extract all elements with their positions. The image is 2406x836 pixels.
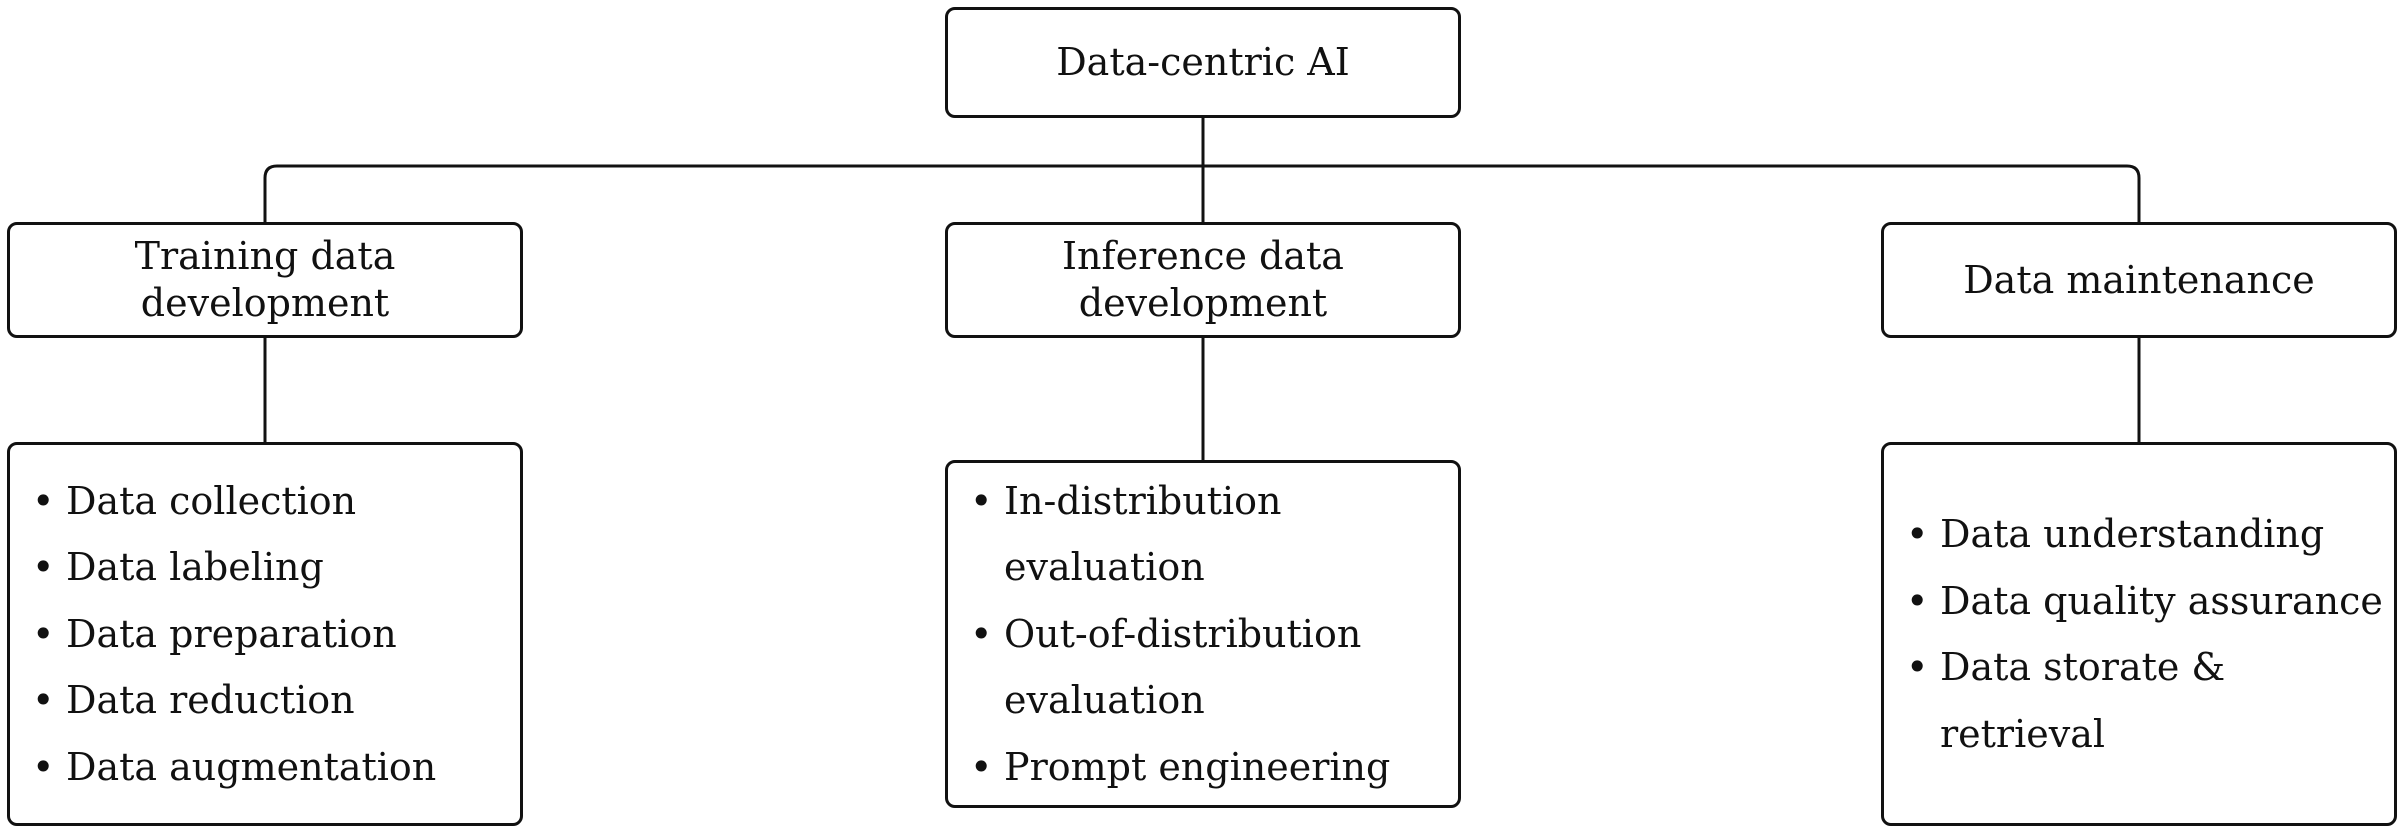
list-item: Data labeling	[30, 534, 436, 601]
maintenance-items-list: Data understanding Data quality assuranc…	[1884, 501, 2394, 767]
inference-items-list: In-distribution evaluation Out-of-distri…	[948, 468, 1438, 801]
category-training-data-development: Training data development	[7, 222, 523, 338]
training-items-box: Data collection Data labeling Data prepa…	[7, 442, 523, 826]
category-label: Data maintenance	[1963, 257, 2315, 302]
connector-horizontal-bar	[263, 164, 2141, 222]
list-item: Data collection	[30, 468, 436, 535]
list-item: Data augmentation	[30, 734, 436, 801]
category-inference-data-development: Inference data development	[945, 222, 1461, 338]
list-item: Data storate & retrieval	[1904, 634, 2394, 767]
list-item: Out-of-distribution evaluation	[968, 601, 1438, 734]
category-data-maintenance: Data maintenance	[1881, 222, 2397, 338]
maintenance-items-box: Data understanding Data quality assuranc…	[1881, 442, 2397, 826]
list-item: Data reduction	[30, 667, 436, 734]
list-item: Prompt engineering	[968, 734, 1438, 801]
category-label: Inference data development	[1062, 234, 1344, 325]
root-node-label: Data-centric AI	[1056, 40, 1350, 84]
root-node: Data-centric AI	[945, 7, 1461, 118]
list-item: In-distribution evaluation	[968, 468, 1438, 601]
inference-items-box: In-distribution evaluation Out-of-distri…	[945, 460, 1461, 808]
training-items-list: Data collection Data labeling Data prepa…	[10, 468, 436, 801]
list-item: Data preparation	[30, 601, 436, 668]
list-item: Data quality assurance	[1904, 568, 2394, 635]
list-item: Data understanding	[1904, 501, 2394, 568]
category-label: Training data development	[134, 234, 396, 325]
